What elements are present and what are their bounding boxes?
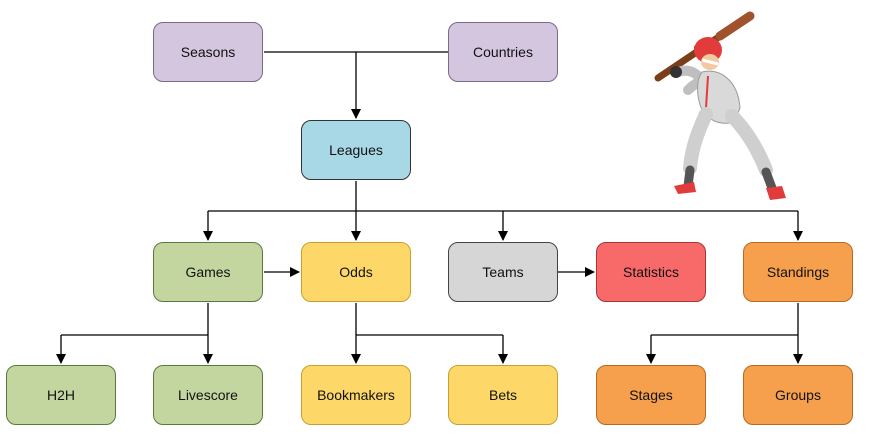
node-statistics: Statistics (596, 242, 706, 302)
edge-odds-children (355, 303, 503, 336)
node-countries: Countries (448, 22, 558, 82)
edge-games-children (61, 303, 209, 336)
node-seasons: Seasons (153, 22, 263, 82)
node-odds: Odds (301, 242, 411, 302)
node-bookmakers: Bookmakers (301, 365, 411, 425)
node-h2h: H2H (6, 365, 116, 425)
node-stages: Stages (596, 365, 706, 425)
node-groups: Groups (743, 365, 853, 425)
node-livescore: Livescore (153, 365, 263, 425)
node-teams: Teams (448, 242, 558, 302)
baseball-batter-icon (654, 11, 786, 200)
node-leagues: Leagues (301, 120, 411, 180)
edge-standings-children (651, 303, 799, 336)
node-games: Games (153, 242, 263, 302)
node-standings: Standings (743, 242, 853, 302)
node-bets: Bets (448, 365, 558, 425)
